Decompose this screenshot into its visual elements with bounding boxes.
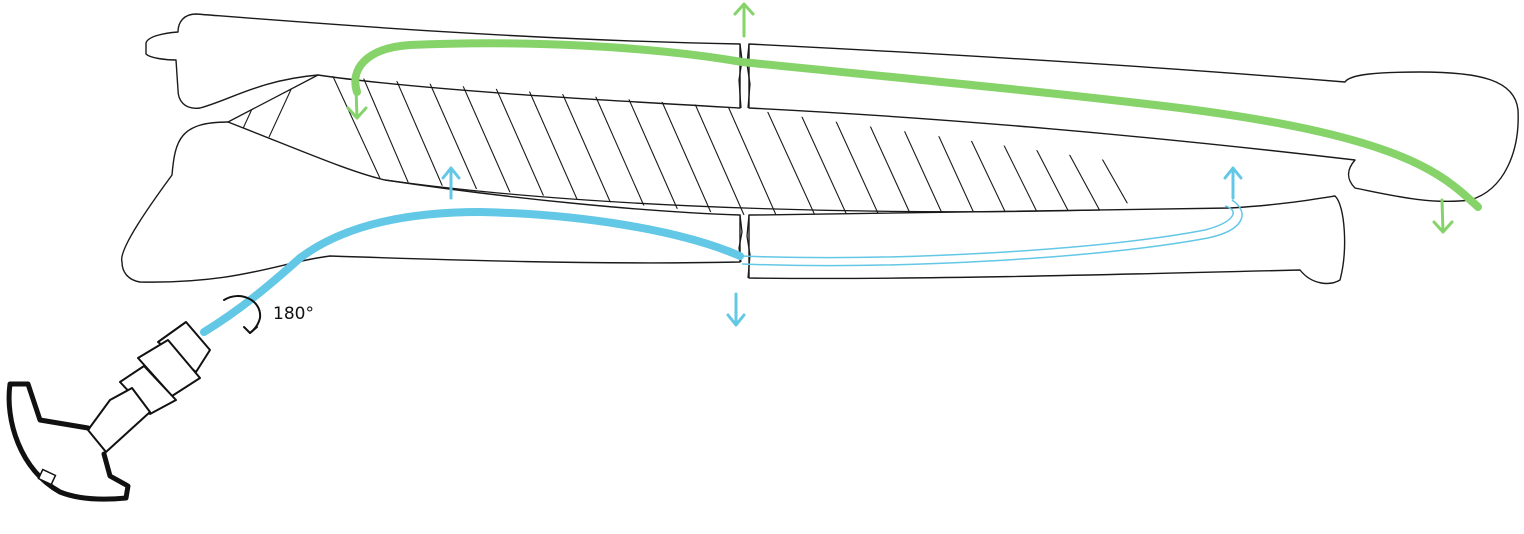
ulna-bone [121, 121, 1346, 285]
ulnar-wire-inserted [200, 207, 744, 336]
radial-wire [351, 39, 1482, 211]
t-handle-chuck-icon [6, 321, 211, 502]
radius-proximal-fragment [145, 13, 741, 109]
fracture-lines [738, 43, 751, 279]
radius-up-arrow-icon [733, 2, 755, 38]
t-handle [6, 381, 131, 502]
ulna-up-arrow-right-icon [1223, 166, 1243, 200]
radius-distal-fragment [748, 43, 1519, 203]
radius-down-arrow-right-icon [1432, 198, 1454, 234]
curved-rotation-arrow-icon [223, 295, 262, 334]
ulna-distal-fragment [748, 195, 1346, 285]
tool-shaft [87, 387, 151, 453]
ulnar-wire-planned-path [739, 199, 1243, 267]
blue-double-arrow-icon [441, 166, 1243, 327]
rotation-label: 180° [273, 304, 314, 324]
ulna-proximal-fragment [121, 121, 741, 283]
radius-down-arrow-left-icon [346, 86, 368, 120]
ulnar-wire [200, 199, 1243, 336]
green-double-arrow-icon [346, 2, 1454, 234]
radius-fracture-line [738, 43, 751, 109]
handle-window [37, 468, 57, 486]
ulna-down-arrow-icon [726, 292, 746, 327]
ulna-up-arrow-left-icon [441, 166, 461, 200]
